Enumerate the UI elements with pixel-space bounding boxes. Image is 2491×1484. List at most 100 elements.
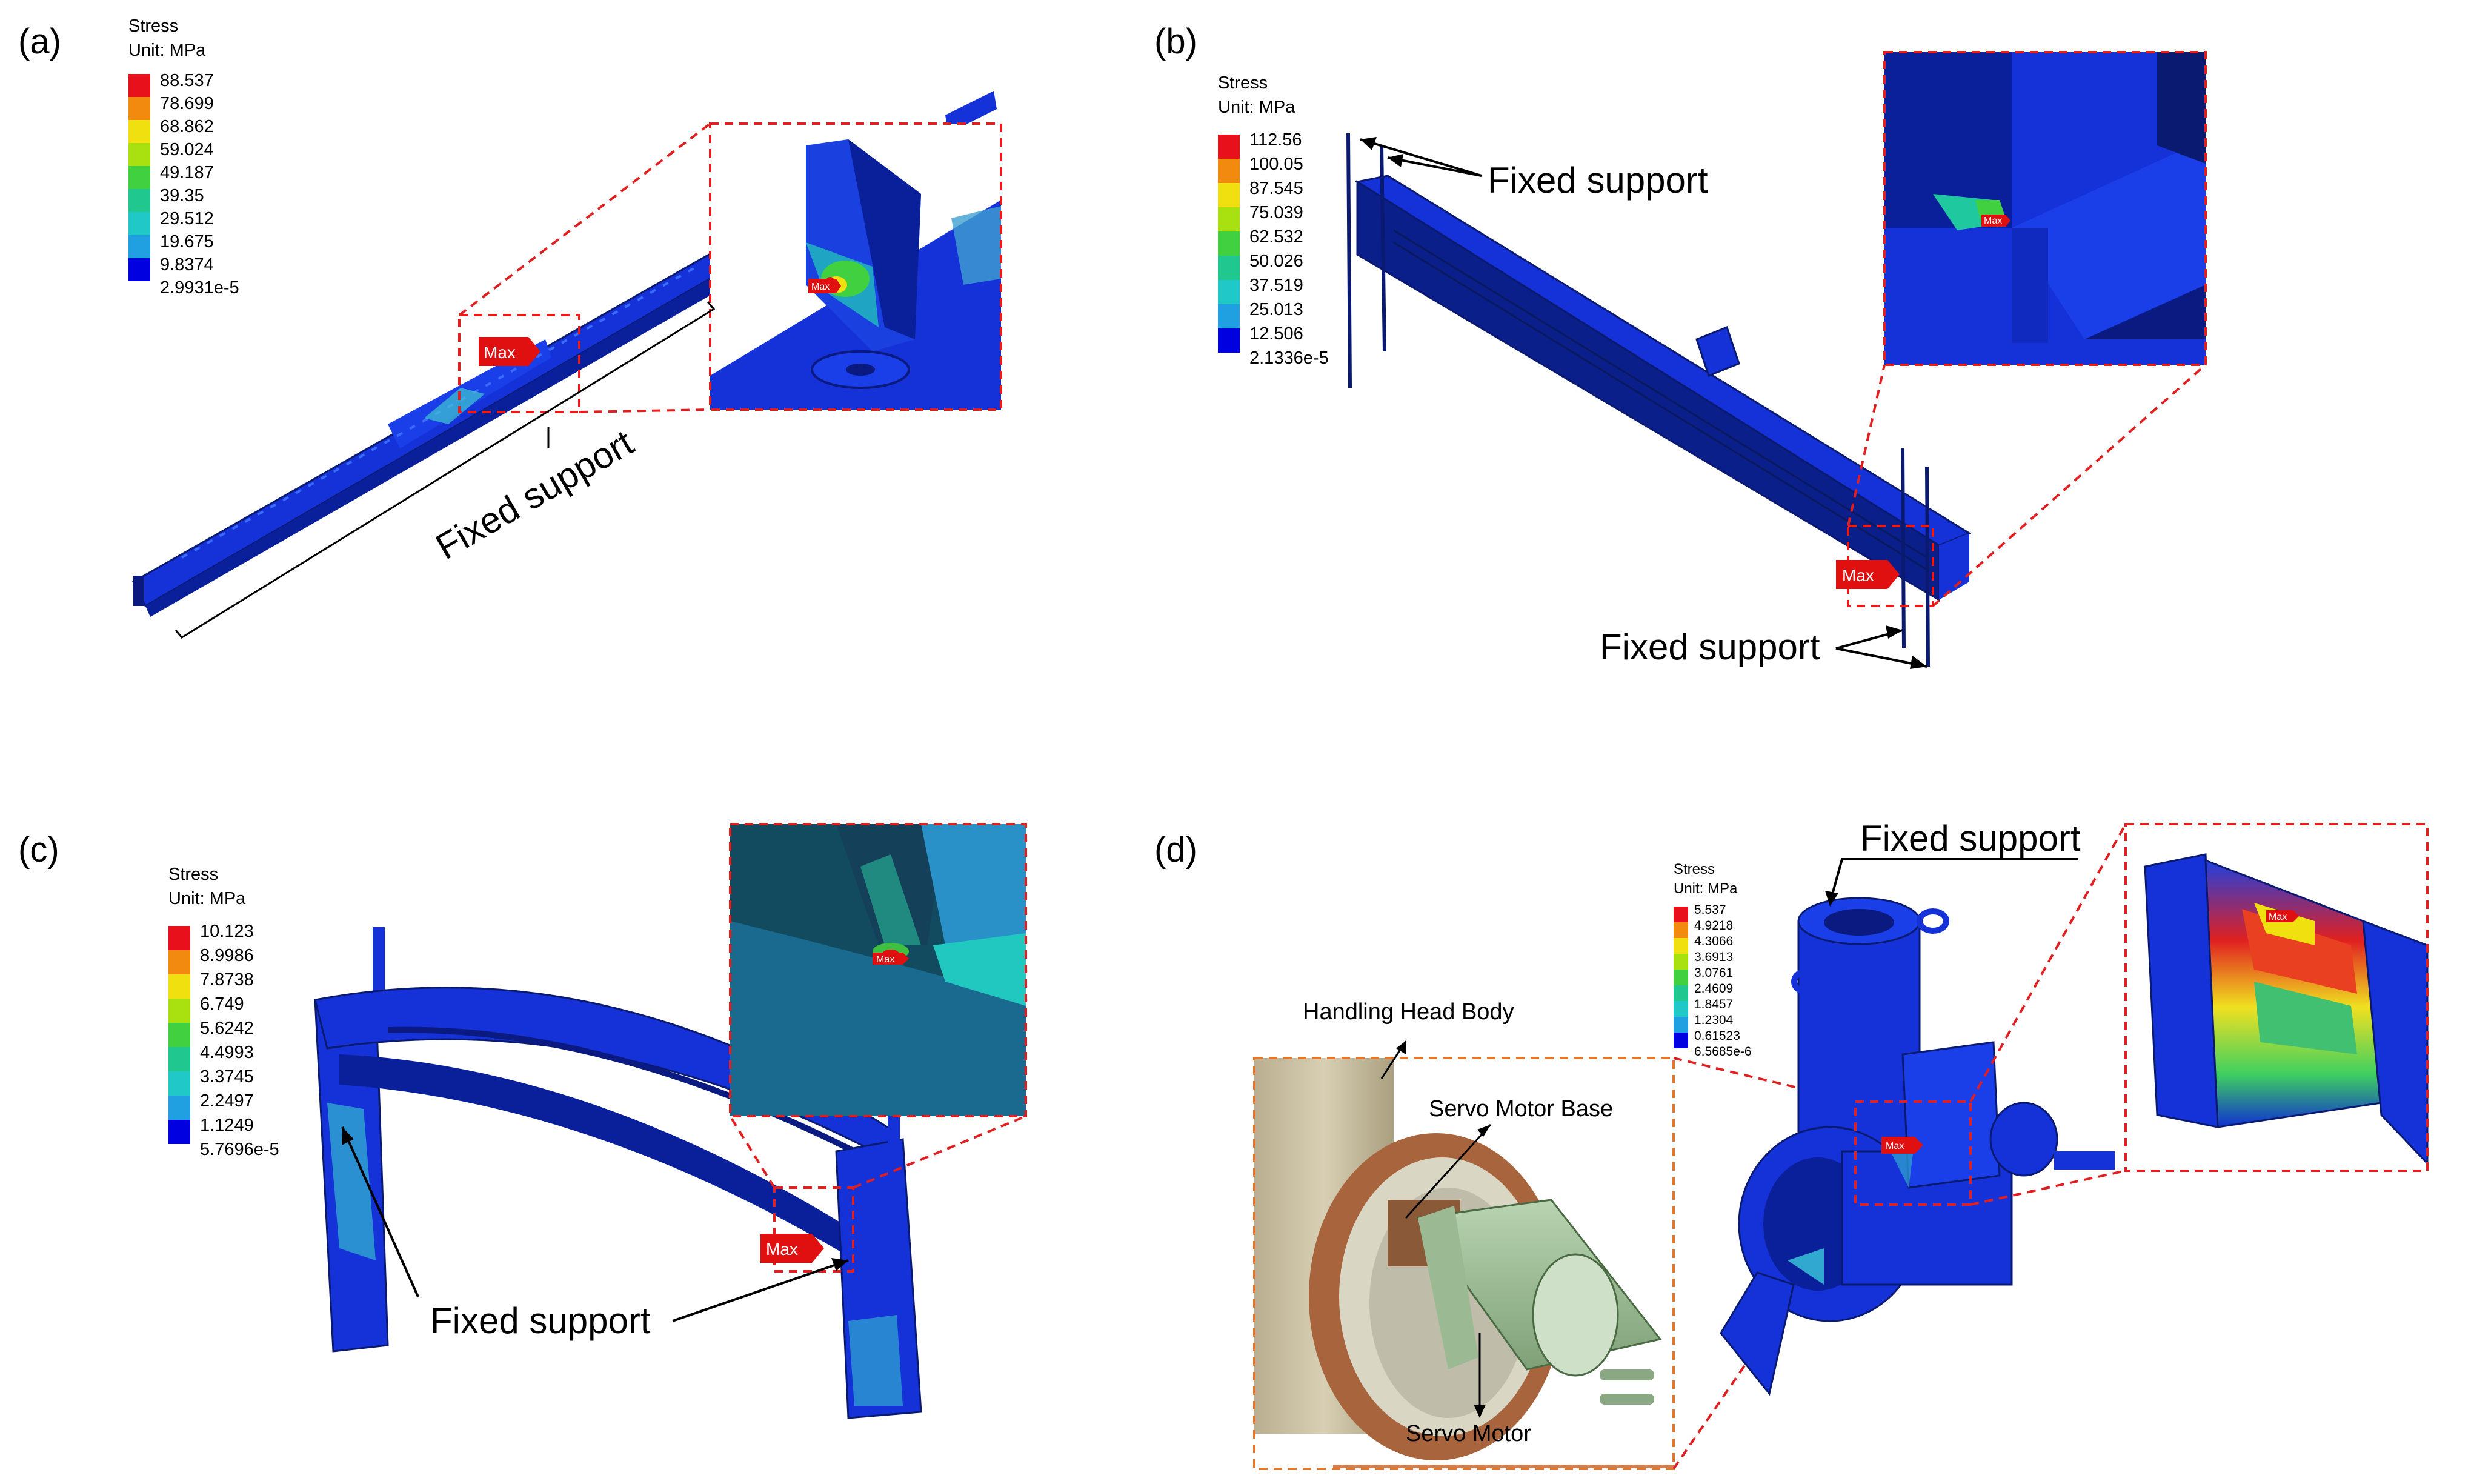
max-label: Max [1886, 1141, 1904, 1151]
legend-value: 3.6913 [1694, 950, 1733, 964]
legend-value: 112.56 [1249, 130, 1302, 150]
legend-unit: Unit: MPa [1218, 98, 1295, 117]
panel-b-legend: Stress Unit: MPa 112.56 100.05 87.545 75… [1218, 73, 1329, 368]
legend-value: 9.8374 [160, 255, 214, 275]
panel-d-max-marker: Max [1881, 1137, 1923, 1154]
legend-value: 29.512 [160, 209, 214, 228]
legend-colorbar [128, 74, 150, 281]
legend-title: Stress [168, 865, 218, 884]
panel-c-label: (c) [18, 830, 59, 870]
legend-value: 2.2497 [200, 1091, 254, 1111]
legend-value: 88.537 [160, 71, 214, 90]
max-label: Max [1984, 216, 2002, 226]
panel-c-zoom-region [773, 1186, 854, 1273]
panel-b-annotation-top: Fixed support [1360, 137, 1708, 201]
legend-value: 3.0761 [1694, 966, 1733, 980]
panel-d-cad-inset [1253, 1057, 1675, 1470]
panel-b: (b) Stress Unit: MPa 112.56 100.05 87.54… [1154, 22, 2207, 669]
legend-value: 4.3066 [1694, 934, 1733, 948]
panel-c-max-marker: Max [760, 1234, 824, 1263]
panel-d-label: (d) [1154, 830, 1197, 870]
label-servo-motor: Servo Motor [1406, 1421, 1531, 1446]
panel-c-fixed-support-label: Fixed support [430, 1300, 651, 1341]
max-label: Max [766, 1240, 798, 1259]
panel-d: (d) Stress Unit: MPa 5.537 4.9218 4.3066… [1154, 818, 2429, 1470]
legend-value: 5.7696e-5 [200, 1140, 279, 1159]
panel-a-support-bracket [175, 301, 716, 639]
legend-value: 87.545 [1249, 179, 1303, 198]
legend-value: 7.8738 [200, 970, 254, 990]
legend-value: 100.05 [1249, 155, 1303, 174]
legend-value: 62.532 [1249, 227, 1303, 247]
max-label: Max [484, 343, 516, 362]
legend-value: 2.9931e-5 [160, 278, 239, 298]
legend-unit: Unit: MPa [1674, 880, 1738, 897]
legend-value: 0.61523 [1694, 1029, 1740, 1043]
legend-value: 68.862 [160, 117, 214, 136]
panel-d-head-model [1720, 897, 2115, 1396]
legend-title: Stress [1218, 73, 1268, 93]
legend-value: 10.123 [200, 922, 254, 941]
legend-title: Stress [1674, 861, 1715, 877]
panel-b-beam-model [1346, 133, 1972, 667]
legend-value: 4.9218 [1694, 919, 1733, 933]
panel-a: (a) Stress Unit: MPa 88.537 78.699 68.86… [18, 16, 1002, 639]
panel-a-fixed-support-label: Fixed support [429, 422, 640, 567]
legend-value: 1.2304 [1694, 1013, 1734, 1027]
label-servo-motor-base: Servo Motor Base [1429, 1096, 1613, 1122]
panel-a-rack-model [132, 91, 997, 617]
legend-value: 5.6242 [200, 1019, 254, 1038]
panel-d-annotation: Fixed support [1825, 818, 2081, 907]
panel-a-inset: Max [709, 122, 1002, 411]
legend-value: 49.187 [160, 163, 214, 182]
panel-b-annotation-bottom: Fixed support [1600, 625, 1927, 669]
panel-c-legend: Stress Unit: MPa 10.123 8.9986 7.8738 6.… [168, 865, 279, 1159]
label-handling-head-body: Handling Head Body [1303, 999, 1514, 1025]
panel-b-fixed-support-label-bottom: Fixed support [1600, 627, 1820, 667]
legend-colorbar [1218, 135, 1240, 353]
legend-value: 50.026 [1249, 251, 1303, 271]
legend-title: Stress [128, 16, 178, 36]
legend-value: 1.1249 [200, 1116, 254, 1135]
legend-value: 2.4609 [1694, 982, 1733, 996]
max-label: Max [2269, 912, 2287, 922]
panel-d-zoom-inset: Max [2124, 823, 2429, 1172]
panel-d-fixed-support-label: Fixed support [1860, 818, 2081, 859]
panel-c-annotation: Fixed support [341, 1126, 849, 1341]
legend-value: 5.537 [1694, 903, 1726, 917]
legend-value: 3.3745 [200, 1067, 254, 1086]
legend-value: 6.749 [200, 994, 244, 1014]
legend-value: 39.35 [160, 186, 204, 205]
legend-colorbar [168, 926, 190, 1144]
legend-value: 12.506 [1249, 324, 1303, 344]
panel-c-frame-model [314, 927, 922, 1419]
panel-b-label: (b) [1154, 22, 1197, 61]
max-label: Max [876, 954, 894, 965]
legend-value: 25.013 [1249, 300, 1303, 319]
legend-value: 1.8457 [1694, 997, 1733, 1011]
panel-b-fixed-support-label-top: Fixed support [1488, 160, 1708, 201]
legend-value: 2.1336e-5 [1249, 348, 1329, 368]
max-label: Max [811, 282, 830, 292]
panel-d-zoom-region [1854, 1100, 1972, 1206]
legend-value: 75.039 [1249, 203, 1303, 222]
legend-value: 4.4993 [200, 1043, 254, 1062]
panel-a-legend: Stress Unit: MPa 88.537 78.699 68.862 59… [128, 16, 239, 298]
legend-value: 8.9986 [200, 946, 254, 965]
panel-c-inset: Max [729, 823, 1027, 1117]
legend-unit: Unit: MPa [128, 41, 206, 60]
panel-a-max-marker: Max [479, 337, 540, 366]
panel-c: (c) Stress Unit: MPa 10.123 8.9986 7.873… [18, 823, 1027, 1419]
legend-value: 78.699 [160, 94, 214, 113]
panel-b-inset: Max [1883, 51, 2207, 366]
panel-a-zoom-region [458, 314, 580, 413]
legend-unit: Unit: MPa [168, 889, 246, 908]
legend-value: 59.024 [160, 140, 214, 159]
panel-b-zoom-region [1847, 525, 1934, 607]
panel-d-legend: Stress Unit: MPa 5.537 4.9218 4.3066 3.6… [1674, 861, 1752, 1059]
max-label: Max [1842, 566, 1874, 585]
legend-value: 37.519 [1249, 276, 1303, 295]
panel-a-label: (a) [18, 22, 61, 61]
legend-value: 19.675 [160, 232, 214, 251]
